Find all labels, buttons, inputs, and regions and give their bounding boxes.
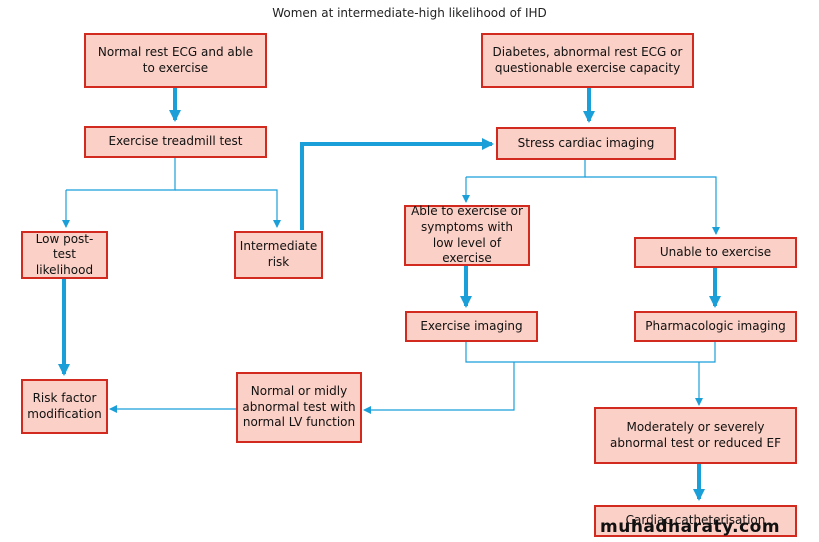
diagram-title: Women at intermediate-high likelihood of… <box>272 6 547 20</box>
box-treadmill: Exercise treadmill test <box>84 126 267 158</box>
box-risk-factor: Risk factor modification <box>21 379 108 434</box>
box-unable-to-exercise: Unable to exercise <box>634 237 797 268</box>
box-catheterisation: Cardiac catheterisation <box>594 505 797 537</box>
branch-treadmill <box>66 158 176 191</box>
box-exercise-imaging: Exercise imaging <box>405 311 538 342</box>
arrow-intermediate-to-stress <box>300 138 494 230</box>
watermark: muhadharaty.com <box>600 517 781 537</box>
box-able-to-exercise: Able to exercise or symptoms with low le… <box>404 204 530 266</box>
box-moderately-severely: Moderately or severely abnormal test or … <box>594 407 797 464</box>
box-pharmacologic-imaging: Pharmacologic imaging <box>634 311 797 342</box>
box-intermediate-risk: Intermediate risk <box>234 231 323 279</box>
box-low-post-test: Low post-test likelihood <box>21 231 108 279</box>
branch-imaging-results <box>465 342 716 363</box>
branch-stress <box>466 160 586 178</box>
box-diabetes: Diabetes, abnormal rest ECG or questiona… <box>481 33 694 88</box>
box-stress-imaging: Stress cardiac imaging <box>496 127 676 160</box>
box-normal-rest-ecg: Normal rest ECG and able to exercise <box>84 33 267 88</box>
box-normal-midly: Normal or midly abnormal test with norma… <box>236 372 362 443</box>
